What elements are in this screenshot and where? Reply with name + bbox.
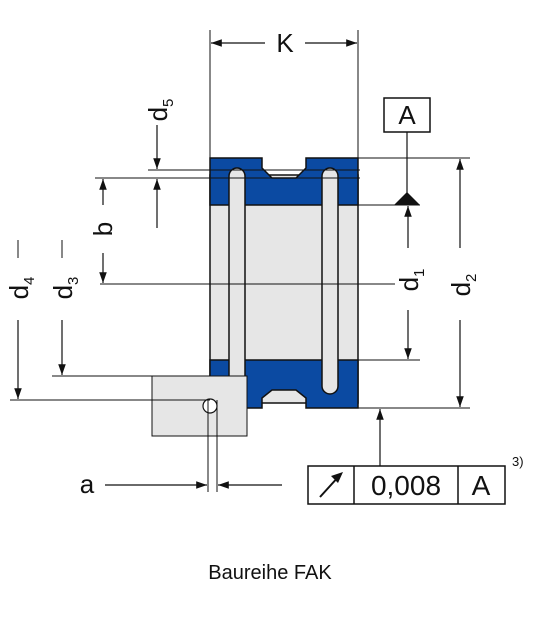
- datum-box: [383, 97, 431, 133]
- label-a: a: [80, 469, 95, 499]
- tolerance-frame: 0,008 A: [307, 465, 506, 505]
- runout-arrow-icon: [319, 472, 343, 498]
- label-d2: d2: [446, 274, 480, 297]
- caption: Baureihe FAK: [208, 562, 332, 584]
- tolerance-datum: A: [472, 470, 491, 501]
- footnote-ref: 3): [512, 454, 524, 469]
- label-b: b: [88, 222, 118, 236]
- label-d1: d1: [394, 269, 428, 292]
- label-d5: d5: [143, 99, 177, 122]
- contact-point: [202, 398, 218, 414]
- datum-triangle: [394, 192, 420, 205]
- label-K: K: [276, 28, 294, 58]
- left-pin: [228, 167, 246, 395]
- label-d3: d3: [48, 277, 82, 300]
- label-d4: d4: [4, 277, 38, 300]
- tolerance-value: 0,008: [371, 470, 441, 501]
- housing-block: [151, 375, 248, 437]
- datum-label: A: [398, 100, 416, 130]
- right-pin: [321, 167, 339, 395]
